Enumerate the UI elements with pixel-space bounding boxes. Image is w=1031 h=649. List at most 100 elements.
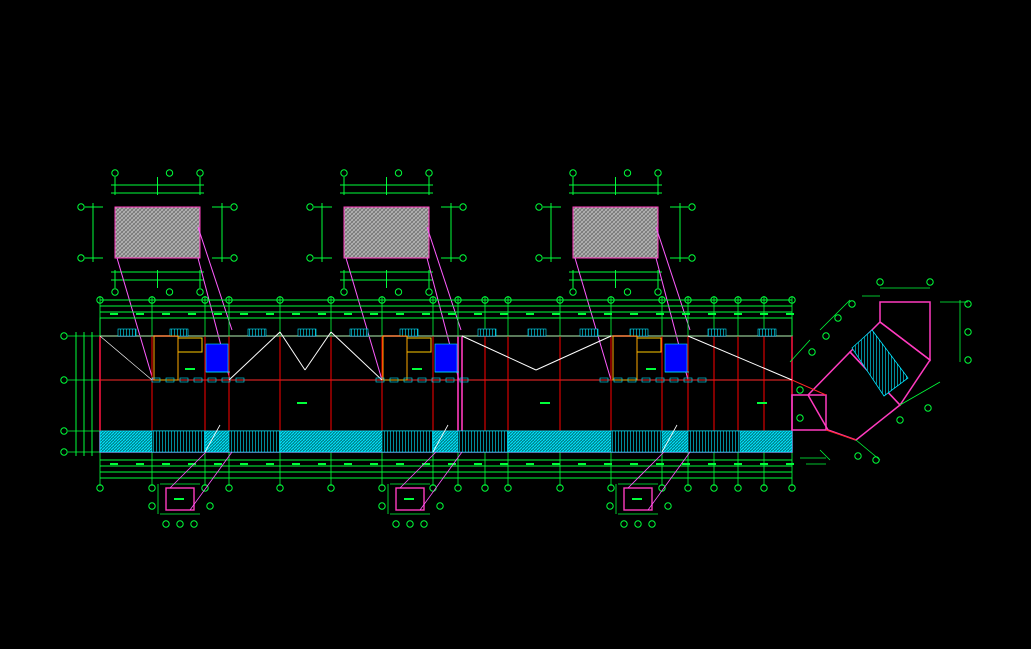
room-label-mark: [297, 402, 307, 404]
grid-bubble: [569, 169, 577, 177]
grid-bubble: [436, 502, 444, 510]
wing-dim-line: [819, 299, 851, 331]
grid-bubble: [734, 296, 742, 304]
bay-leader: [169, 451, 207, 489]
grid-bubble: [276, 296, 284, 304]
dim-text-mark: [526, 313, 534, 315]
dim-text-mark: [682, 463, 690, 465]
fixture-mark: [669, 377, 679, 383]
fixture-mark: [641, 377, 651, 383]
roof-leader-line: [345, 257, 383, 381]
bay-leader: [189, 451, 233, 511]
dim-text-mark: [344, 313, 352, 315]
ridge-line: [461, 335, 537, 371]
dim-text-mark: [760, 463, 768, 465]
fixture-mark: [655, 377, 665, 383]
grid-bubble: [796, 386, 804, 394]
wing-dim-line: [855, 439, 881, 461]
grid-bubble: [926, 278, 934, 286]
grid-bubble: [648, 520, 656, 528]
dim-text-mark: [760, 313, 768, 315]
grid-bubble: [654, 288, 662, 296]
corridor-stair-segment: [457, 430, 509, 453]
dim-text-mark: [214, 463, 222, 465]
dim-text-mark: [136, 313, 144, 315]
roof-leader-line: [655, 226, 691, 331]
corridor-stair-segment: [610, 430, 663, 453]
dim-text-mark: [110, 313, 118, 315]
bay-leader: [647, 451, 691, 511]
grid-bubble: [848, 300, 856, 308]
dim-text-mark: [656, 313, 664, 315]
dim-text-mark: [188, 463, 196, 465]
grid-bubble: [964, 356, 972, 364]
window-vent: [297, 328, 317, 337]
bay-leader: [399, 451, 437, 489]
dim-text-mark: [292, 463, 300, 465]
dim-text-mark: [266, 463, 274, 465]
grid-bubble: [276, 484, 284, 492]
dim-text-mark: [292, 313, 300, 315]
grid-bubble: [834, 314, 842, 322]
window-vent: [477, 328, 497, 337]
grid-bubble: [165, 288, 174, 296]
grid-bubble: [964, 300, 972, 308]
grid-bubble: [148, 296, 156, 304]
wing-stair-flight: [851, 329, 909, 397]
dim-text-mark: [396, 463, 404, 465]
bay-label-mark: [174, 498, 184, 500]
grid-bubble: [459, 203, 467, 211]
dim-text-mark: [240, 313, 248, 315]
grid-bubble: [556, 484, 564, 492]
dim-text-mark: [500, 313, 508, 315]
bay-detail-1: [165, 487, 195, 511]
grid-bubble: [165, 169, 174, 177]
fixture-mark: [697, 377, 707, 383]
room-outline: [153, 335, 179, 381]
fixture-mark: [459, 377, 469, 383]
room-label-mark: [412, 368, 422, 370]
grid-bubble: [964, 328, 972, 336]
grid-bubble: [77, 203, 85, 211]
grid-bubble: [162, 520, 170, 528]
roof-plan-2: [343, 206, 430, 259]
grid-bubble: [340, 288, 348, 296]
leader-line: [661, 424, 678, 453]
upper-window-strip: [99, 317, 793, 337]
grid-bubble: [634, 520, 642, 528]
grid-bubble: [556, 296, 564, 304]
grid-bubble: [658, 296, 666, 304]
stair-wing: [791, 301, 932, 441]
fixture-mark: [613, 377, 623, 383]
door-frame: [636, 337, 662, 353]
grid-bubble: [394, 288, 403, 296]
grid-bubble: [760, 484, 768, 492]
fixture-mark: [627, 377, 637, 383]
bay-detail-3: [623, 487, 653, 511]
grid-bubble: [808, 348, 816, 356]
grid-bubble: [822, 332, 830, 340]
dim-text-mark: [136, 463, 144, 465]
grid-bubble: [392, 520, 400, 528]
fixture-mark: [193, 377, 203, 383]
grid-bubble: [454, 484, 462, 492]
grid-bubble: [569, 288, 577, 296]
grid-bubble: [607, 484, 615, 492]
grid-bubble: [201, 296, 209, 304]
wing-axis: [825, 429, 857, 441]
grid-bubble: [225, 296, 233, 304]
grid-bubble: [406, 520, 414, 528]
window-vent: [527, 328, 547, 337]
dim-text-mark: [552, 313, 560, 315]
dim-text-mark: [370, 313, 378, 315]
window-vent: [247, 328, 267, 337]
roof-leader-line: [574, 257, 612, 381]
door-frame: [177, 337, 203, 353]
dim-text-mark: [162, 463, 170, 465]
window-vent: [629, 328, 649, 337]
dim-text-mark: [448, 313, 456, 315]
fixture-mark: [375, 377, 385, 383]
grid-bubble: [535, 254, 543, 262]
wing-dim-line: [819, 449, 831, 461]
